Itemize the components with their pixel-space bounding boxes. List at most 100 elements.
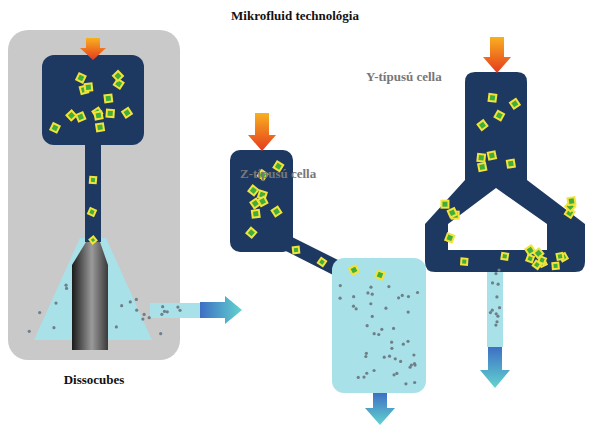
nanoparticle bbox=[52, 326, 55, 329]
nanoparticle bbox=[176, 305, 179, 308]
device-area: Z-típusú cella bbox=[228, 110, 428, 426]
nanoparticle bbox=[402, 343, 405, 346]
nanoparticle bbox=[364, 355, 367, 358]
nanoparticle bbox=[166, 310, 169, 313]
nanoparticle bbox=[120, 304, 123, 307]
particle bbox=[552, 263, 559, 270]
nanoparticle bbox=[380, 328, 383, 331]
nanoparticle bbox=[163, 310, 166, 313]
particles bbox=[50, 71, 575, 280]
nanoparticle bbox=[407, 310, 410, 313]
particle bbox=[477, 154, 485, 162]
z-inlet-chamber bbox=[230, 150, 293, 252]
nanoparticle bbox=[371, 293, 374, 296]
particle bbox=[104, 95, 112, 103]
nanoparticle bbox=[365, 352, 368, 355]
particle bbox=[445, 233, 454, 242]
nanoparticle bbox=[407, 295, 410, 298]
nanoparticle bbox=[412, 353, 415, 356]
nanoparticle bbox=[491, 309, 494, 312]
nanoparticle bbox=[365, 372, 368, 375]
nanoparticle bbox=[369, 286, 372, 289]
z-outlet-chamber bbox=[332, 258, 426, 393]
nanoparticle bbox=[413, 381, 416, 384]
nanoparticle bbox=[409, 366, 412, 369]
particle bbox=[89, 236, 96, 243]
nanoparticle bbox=[388, 355, 391, 358]
nanoparticle bbox=[371, 315, 374, 318]
nanoparticle bbox=[54, 301, 57, 304]
particle bbox=[85, 83, 93, 91]
particle bbox=[478, 163, 486, 171]
nanoparticle bbox=[397, 296, 400, 299]
nanoparticle bbox=[390, 347, 393, 350]
nanoparticle bbox=[369, 302, 372, 305]
particle bbox=[495, 111, 505, 121]
particle bbox=[461, 258, 467, 264]
particle bbox=[94, 111, 102, 119]
particle bbox=[252, 210, 260, 218]
y-cell-body bbox=[425, 72, 585, 272]
nanoparticles bbox=[28, 268, 501, 385]
pressure-arrow bbox=[483, 37, 511, 73]
nanoparticle bbox=[129, 300, 132, 303]
device-area: Y-típusú cella bbox=[362, 36, 587, 388]
nanoparticle bbox=[495, 295, 498, 298]
particle bbox=[293, 247, 300, 254]
nanoparticle bbox=[161, 305, 164, 308]
particle bbox=[76, 112, 85, 121]
nanoparticle bbox=[497, 268, 500, 271]
particle bbox=[66, 110, 76, 120]
device-label: Dissocubes bbox=[64, 372, 125, 388]
nanoparticle bbox=[491, 281, 494, 284]
particle bbox=[258, 197, 267, 206]
nanoparticle bbox=[355, 307, 358, 310]
particle bbox=[488, 151, 496, 159]
nanoparticle bbox=[339, 297, 342, 300]
nanoparticle bbox=[384, 307, 387, 310]
nanoparticle bbox=[394, 357, 397, 360]
pressure-arrow bbox=[80, 38, 106, 60]
nanoparticle bbox=[115, 325, 118, 328]
particle bbox=[76, 73, 85, 82]
device-label: Z-típusú cella bbox=[240, 166, 316, 182]
nanoparticle bbox=[28, 330, 31, 333]
particle bbox=[441, 201, 448, 208]
nanoparticle bbox=[413, 362, 416, 365]
nanoparticle bbox=[497, 283, 500, 286]
particle bbox=[489, 94, 497, 102]
particle bbox=[248, 186, 258, 196]
nanoparticle bbox=[494, 272, 497, 275]
nanoparticle bbox=[148, 316, 151, 319]
nanoparticle bbox=[390, 341, 393, 344]
particle bbox=[510, 99, 520, 109]
nanoparticle bbox=[64, 284, 67, 287]
nanoparticle bbox=[366, 324, 369, 327]
nanoparticle bbox=[339, 284, 342, 287]
nanoparticle bbox=[141, 317, 144, 320]
particle bbox=[272, 207, 282, 217]
particle bbox=[567, 197, 575, 205]
nanoparticle bbox=[399, 360, 402, 363]
nanoparticle bbox=[392, 327, 395, 330]
particle bbox=[90, 177, 97, 184]
diagram-title: Mikrofluid technológia bbox=[0, 8, 590, 24]
particle bbox=[526, 255, 534, 263]
nanoparticle bbox=[377, 333, 380, 336]
nanoparticle bbox=[373, 332, 376, 335]
particle bbox=[501, 253, 508, 260]
nanoparticle bbox=[135, 298, 138, 301]
nanoparticle bbox=[38, 311, 41, 314]
nanoparticle bbox=[178, 309, 181, 312]
particle bbox=[375, 270, 384, 279]
particle bbox=[533, 261, 541, 269]
particle bbox=[448, 208, 457, 217]
nanoparticle bbox=[498, 306, 501, 309]
nanoparticle bbox=[159, 332, 162, 335]
device-label: Y-típusú cella bbox=[366, 69, 442, 85]
particle bbox=[507, 160, 515, 168]
particle bbox=[122, 108, 132, 118]
nanoparticle bbox=[352, 295, 355, 298]
